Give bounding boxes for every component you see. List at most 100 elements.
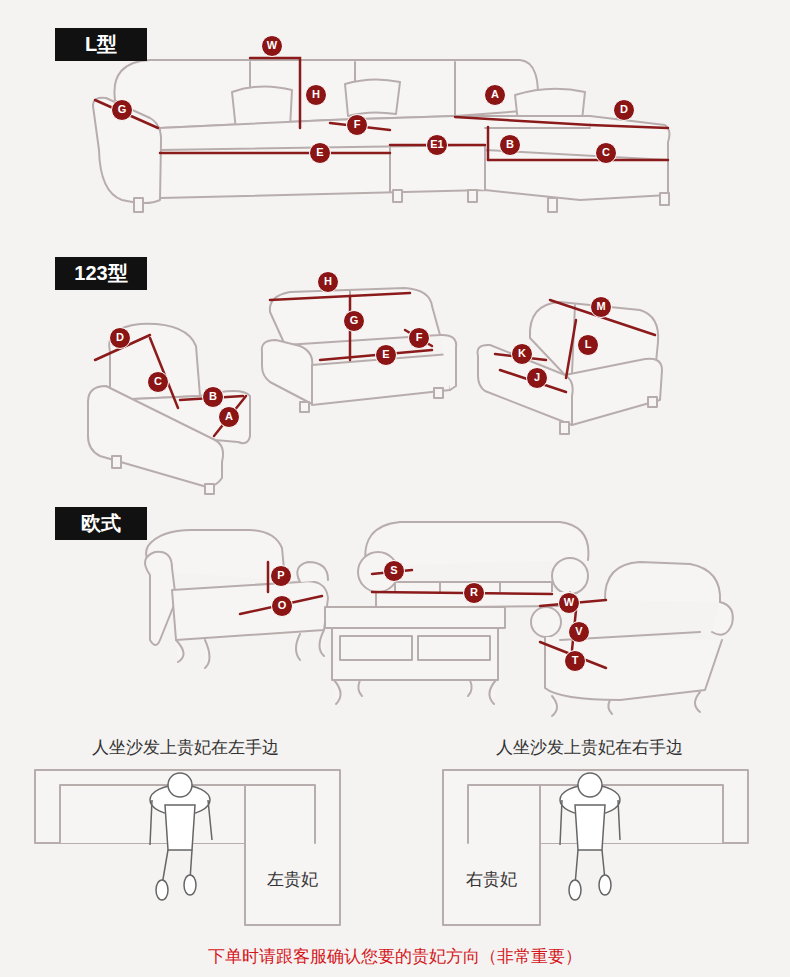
section-header: 欧式 — [55, 507, 147, 540]
callout-letter: F — [354, 119, 361, 130]
outline-stroke — [560, 422, 569, 434]
outline-stroke — [393, 190, 402, 202]
outline-stroke — [35, 770, 340, 925]
callout-circle: M — [590, 296, 612, 318]
outline-stroke — [325, 607, 505, 628]
callout-circle: O — [271, 595, 293, 617]
circle-outline — [427, 135, 448, 156]
outline-stroke — [488, 159, 668, 162]
callout-letter: S — [390, 565, 397, 576]
callout-circle: D — [613, 99, 635, 121]
callout-letter: E1 — [430, 139, 443, 150]
circle-outline — [310, 143, 331, 164]
outline-stroke — [440, 335, 456, 390]
callout-letter: G — [350, 315, 359, 326]
callout-circle: K — [511, 343, 533, 365]
drawing-group — [95, 58, 668, 668]
callout-circle: E — [375, 344, 397, 366]
drawing-group — [150, 773, 620, 900]
outline-stroke — [660, 193, 669, 205]
outline-stroke — [468, 190, 477, 202]
outline-stroke — [145, 552, 176, 645]
callout-circle: E1 — [426, 134, 448, 156]
callout-letter: K — [518, 348, 526, 359]
annotation-text: 左贵妃 — [267, 870, 318, 890]
circle-outline — [271, 566, 292, 587]
callout-circle: D — [109, 327, 131, 349]
outline-stroke — [372, 592, 552, 594]
callout-letter: R — [470, 587, 478, 598]
circle-outline — [219, 407, 240, 428]
circle-outline — [485, 85, 506, 106]
outline-stroke — [267, 562, 270, 592]
callout-letter: F — [416, 332, 423, 343]
outline-stroke — [176, 630, 324, 668]
annotation-text: 右贵妃 — [466, 870, 517, 890]
outline-stroke — [262, 340, 312, 404]
callout-letter: G — [118, 104, 127, 115]
circle-outline — [559, 593, 580, 614]
circle-outline — [512, 344, 533, 365]
outline-stroke — [334, 680, 496, 704]
callout-letter: M — [596, 301, 605, 312]
section-title: L型 — [85, 31, 117, 58]
section-title: 123型 — [74, 260, 127, 287]
outline-stroke — [648, 397, 657, 407]
callout-circle: A — [484, 84, 506, 106]
callout-letter: A — [225, 411, 233, 422]
callout-letter: J — [534, 372, 540, 383]
callout-letter: H — [324, 276, 332, 287]
section-title: 欧式 — [81, 510, 121, 537]
outline-stroke — [250, 58, 300, 128]
outline-stroke — [443, 770, 748, 925]
drawing-group — [35, 60, 748, 925]
callout-circle: C — [147, 371, 169, 393]
callout-letter: P — [277, 570, 284, 581]
callout-letter: W — [564, 597, 574, 608]
outline-stroke — [93, 98, 161, 203]
outline-stroke — [134, 198, 143, 212]
circle-outline — [347, 115, 368, 136]
callout-letter: T — [572, 655, 579, 666]
callout-circle: B — [499, 134, 521, 156]
outline-stroke — [552, 558, 588, 594]
circle-outline — [569, 622, 590, 643]
outline-stroke — [548, 198, 557, 212]
outline-stroke — [184, 875, 196, 895]
outline-stroke — [332, 628, 498, 680]
callout-circle: S — [383, 560, 405, 582]
circle-outline — [578, 335, 599, 356]
outline-stroke — [487, 127, 490, 160]
circle-outline — [464, 583, 485, 604]
outline-stroke — [590, 125, 668, 128]
callout-letter: B — [506, 139, 514, 150]
callout-letter: A — [491, 89, 499, 100]
outline-stroke — [599, 875, 611, 895]
circle-outline — [344, 311, 365, 332]
callout-letter: D — [116, 332, 124, 343]
outline-stroke — [365, 522, 588, 566]
callout-circle: H — [317, 271, 339, 293]
circle-outline — [376, 345, 397, 366]
outline-stroke — [160, 128, 668, 192]
callout-circle: W — [558, 592, 580, 614]
callout-circle: A — [218, 406, 240, 428]
circle-outline — [112, 100, 133, 121]
circle-outline — [614, 100, 635, 121]
callout-letter: C — [154, 376, 162, 387]
annotation-text: 人坐沙发上贵妃在右手边 — [496, 738, 683, 758]
callout-letter: E — [382, 349, 389, 360]
outline-stroke — [575, 805, 605, 850]
outline-stroke — [565, 359, 662, 425]
circle-outline — [596, 143, 617, 164]
outline-stroke — [540, 642, 606, 668]
callout-letter: W — [267, 40, 277, 51]
outline-stroke — [552, 692, 700, 716]
callout-circle: P — [270, 565, 292, 587]
circle-outline — [318, 272, 339, 293]
outline-stroke — [109, 324, 200, 400]
outline-stroke — [160, 116, 669, 200]
callout-circle: G — [343, 310, 365, 332]
